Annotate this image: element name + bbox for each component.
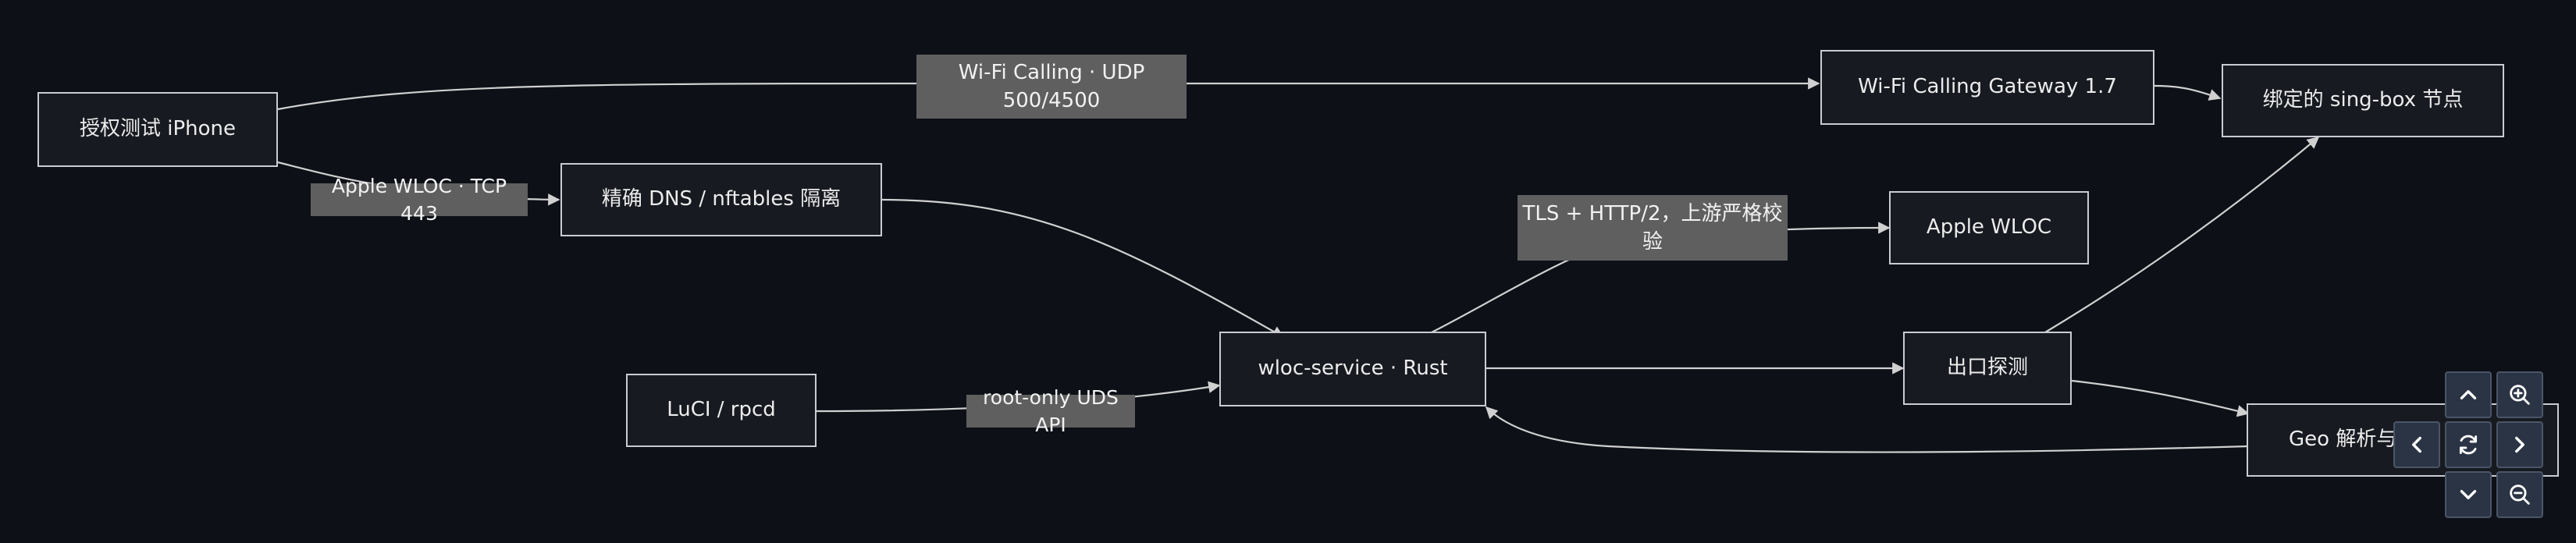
node-singbox[interactable]: 绑定的 sing-box 节点 — [2222, 64, 2504, 137]
chevron-up-icon — [2460, 390, 2477, 399]
node-geo-label: Geo 解析与 — [2289, 428, 2397, 452]
node-wifi-gateway-label: Wi-Fi Calling Gateway 1.7 — [1858, 75, 2117, 99]
node-luci-rpcd-label: LuCI / rpcd — [667, 398, 776, 422]
node-wifi-gateway[interactable]: Wi-Fi Calling Gateway 1.7 — [1820, 50, 2154, 125]
edge-gateway-to-singbox — [2154, 84, 2222, 101]
chevron-left-icon — [2412, 436, 2421, 453]
node-iphone-label: 授权测试 iPhone — [79, 117, 237, 141]
zoom-in-button[interactable] — [2496, 371, 2543, 418]
node-apple-wloc[interactable]: Apple WLOC — [1889, 191, 2089, 264]
node-wloc-service[interactable]: wloc-service · Rust — [1219, 332, 1486, 406]
node-dns-isolation[interactable]: 精确 DNS / nftables 隔离 — [560, 163, 882, 236]
node-egress-probe-label: 出口探测 — [1946, 356, 2028, 380]
pan-up-button[interactable] — [2445, 371, 2492, 418]
edge-label-apple-wloc-tcp: Apple WLOC · TCP 443 — [311, 175, 528, 225]
node-egress-probe[interactable]: 出口探测 — [1903, 332, 2072, 405]
reset-icon — [2459, 435, 2478, 455]
reset-view-button[interactable] — [2445, 421, 2492, 468]
node-iphone[interactable]: 授权测试 iPhone — [37, 92, 278, 167]
edge-egress-to-geo — [2071, 379, 2250, 417]
zoom-out-button[interactable] — [2496, 471, 2543, 518]
pan-right-button[interactable] — [2496, 421, 2543, 468]
edge-egress-to-singbox — [2044, 137, 2320, 333]
pan-left-button[interactable] — [2393, 421, 2440, 468]
node-dns-isolation-label: 精确 DNS / nftables 隔离 — [601, 187, 841, 211]
edge-iphone-to-gateway — [277, 77, 1820, 111]
zoom-out-icon — [2510, 484, 2530, 505]
chevron-down-icon — [2460, 490, 2477, 499]
edge-dns-to-service — [881, 198, 1285, 338]
edge-label-tls: TLS + HTTP/2，上游严格校验 — [1517, 195, 1788, 261]
edge-label-wifi-calling: Wi-Fi Calling · UDP 500/4500 — [916, 55, 1187, 119]
zoom-in-icon — [2510, 385, 2530, 405]
chevron-right-icon — [2515, 436, 2524, 453]
node-singbox-label: 绑定的 sing-box 节点 — [2262, 88, 2464, 112]
node-luci-rpcd[interactable]: LuCI / rpcd — [626, 374, 817, 447]
edge-geo-to-service — [1485, 406, 2249, 453]
pan-down-button[interactable] — [2445, 471, 2492, 518]
node-apple-wloc-label: Apple WLOC — [1926, 215, 2052, 240]
edge-label-uds: root-only UDS API — [966, 386, 1135, 436]
node-wloc-service-label: wloc-service · Rust — [1258, 357, 1448, 381]
